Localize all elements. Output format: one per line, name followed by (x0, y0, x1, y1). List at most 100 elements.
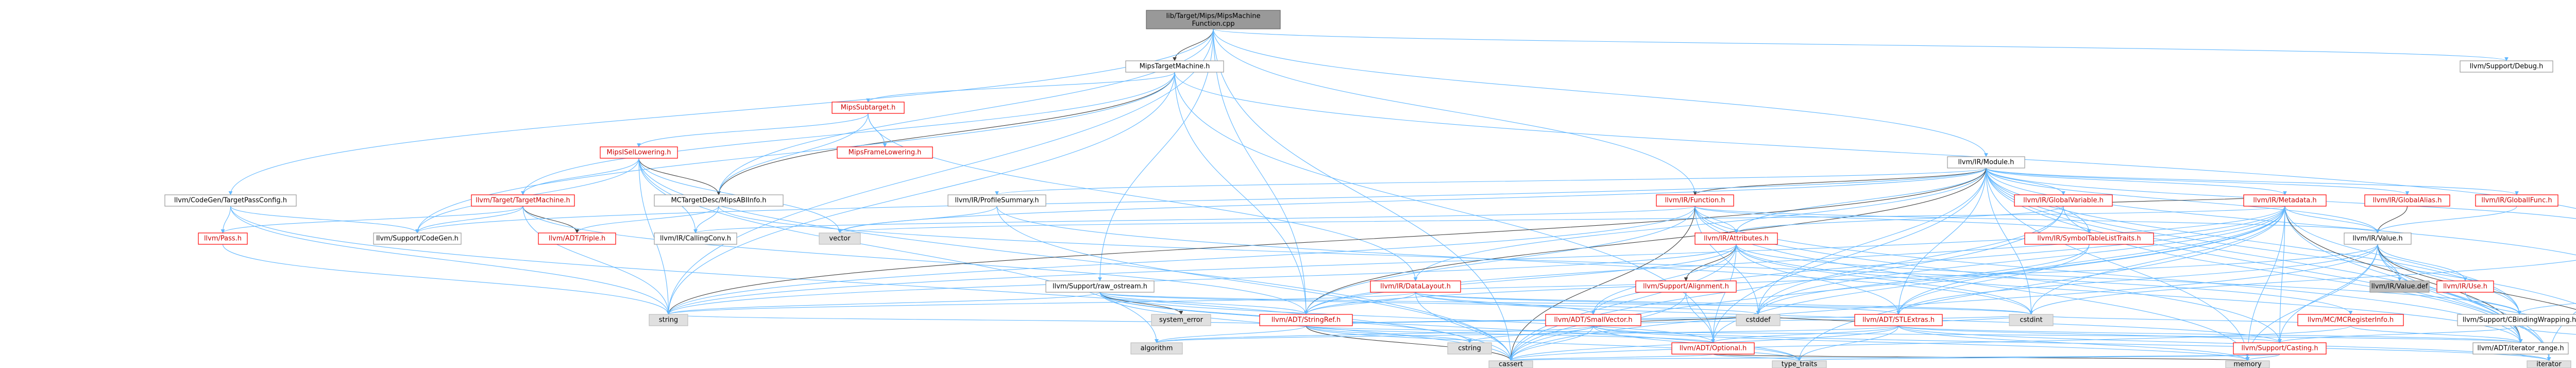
node-string[interactable]: string (649, 314, 688, 326)
edge-module-to-globalVariable (1986, 168, 2065, 195)
node-box-cstdint (2009, 314, 2054, 326)
node-label-mcMipsABI: MCTargetDesc/MipsABIInfo.h (671, 197, 766, 205)
node-label-symTable: llvm/IR/SymbolTableListTraits.h (2037, 235, 2141, 243)
node-targetMachine[interactable]: llvm/Target/TargetMachine.h (471, 194, 575, 207)
edge-irFunction-to-irValue (1694, 206, 2380, 233)
node-mipsSubtarget[interactable]: MipsSubtarget.h (832, 102, 905, 114)
node-triple[interactable]: llvm/ADT/Triple.h (538, 232, 616, 245)
node-symTable[interactable]: llvm/IR/SymbolTableListTraits.h (2024, 232, 2154, 245)
edge-dataLayout-to-casting (1415, 292, 2282, 343)
node-irValue[interactable]: llvm/IR/Value.h (2344, 232, 2412, 245)
node-stlExtras[interactable]: llvm/ADT/STLExtras.h (1854, 314, 1943, 326)
edge-profileSummary-to-cassert (996, 206, 1513, 361)
node-rawOstream[interactable]: llvm/Support/raw_ostream.h (1045, 280, 1155, 293)
node-valueDef[interactable]: llvm/IR/Value.def (2369, 280, 2430, 293)
node-label-typeTraits: type_traits (1782, 361, 1818, 368)
edge-optional-to-typeTraits (1713, 354, 1802, 361)
node-box-root (1146, 10, 1281, 29)
edge-module-to-dataLayout (1413, 168, 1987, 281)
edge-irFunction-to-cassert (1509, 206, 1696, 361)
node-systemError[interactable]: system_error (1151, 314, 1211, 326)
node-mcMipsABI[interactable]: MCTargetDesc/MipsABIInfo.h (654, 194, 784, 207)
node-typeTraits[interactable]: type_traits (1772, 360, 1827, 368)
node-label-callingConv: llvm/IR/CallingConv.h (660, 235, 731, 243)
node-label-cstring: cstring (1458, 345, 1481, 353)
node-iterator[interactable]: iterator (2527, 360, 2571, 368)
edge-attributes-to-stringRef (1304, 244, 1737, 315)
node-label-codegenTPC: llvm/CodeGen/TargetPassConfig.h (174, 197, 287, 205)
edge-dataLayout-to-string (667, 292, 1416, 315)
edge-mipsTM-to-stringRef (1174, 72, 1308, 315)
node-algorithm[interactable]: algorithm (1130, 342, 1183, 355)
node-debug[interactable]: llvm/Support/Debug.h (2460, 60, 2553, 73)
node-casting[interactable]: llvm/Support/Casting.h (2233, 342, 2327, 355)
node-stringRef[interactable]: llvm/ADT/StringRef.h (1259, 314, 1353, 326)
node-smallVector[interactable]: llvm/ADT/SmallVector.h (1545, 314, 1641, 326)
node-label-globalIFunc: llvm/IR/GlobalIFunc.h (2481, 197, 2552, 205)
node-iteratorRange[interactable]: llvm/ADT/iterator_range.h (2472, 342, 2569, 355)
node-callingConv[interactable]: llvm/IR/CallingConv.h (654, 232, 737, 245)
node-irFunction[interactable]: llvm/IR/Function.h (1656, 194, 1734, 207)
node-cstdint[interactable]: cstdint (2009, 314, 2054, 326)
node-label-globalVariable: llvm/IR/GlobalVariable.h (2023, 197, 2104, 205)
node-pass[interactable]: llvm/Pass.h (198, 232, 248, 245)
node-dataLayout[interactable]: llvm/IR/DataLayout.h (1370, 280, 1461, 293)
edge-root-to-cassert (1213, 28, 1513, 361)
edge-stringMap-to-iterator (2547, 311, 2576, 361)
edge-metadata-to-cstdint (2029, 206, 2285, 315)
node-label-module: llvm/IR/Module.h (1958, 159, 2014, 166)
node-box-cstddef (1736, 314, 1781, 326)
edge-rawOstream-to-typeTraits (1099, 292, 1802, 361)
node-codegenTPC[interactable]: llvm/CodeGen/TargetPassConfig.h (164, 194, 297, 207)
edge-optional-to-memory (1713, 354, 2249, 361)
node-box-algorithm (1130, 342, 1183, 355)
node-optional[interactable]: llvm/ADT/Optional.h (1671, 342, 1755, 355)
node-box-string (649, 314, 688, 326)
edge-metadata-to-cbinding (2284, 206, 2521, 315)
node-cbinding[interactable]: llvm/Support/CBindingWrapping.h (2457, 314, 2576, 326)
node-box-systemError (1151, 314, 1211, 326)
node-mcRegInfo[interactable]: llvm/MC/MCRegisterInfo.h (2297, 314, 2404, 326)
node-label-systemError: system_error (1159, 316, 1204, 324)
node-box-alignment (1635, 280, 1737, 293)
node-mipsTM[interactable]: MipsTargetMachine.h (1125, 60, 1224, 73)
node-codegenSupport[interactable]: llvm/Support/CodeGen.h (373, 232, 462, 245)
node-cstring[interactable]: cstring (1447, 342, 1492, 355)
node-alignment[interactable]: llvm/Support/Alignment.h (1635, 280, 1737, 293)
node-label-irValue: llvm/IR/Value.h (2352, 235, 2402, 243)
edge-stlExtras-to-casting (1898, 325, 2282, 343)
node-label-mipsSubtarget: MipsSubtarget.h (841, 104, 896, 112)
node-use[interactable]: llvm/IR/Use.h (2436, 280, 2494, 293)
node-vector[interactable]: vector (819, 232, 861, 245)
edge-stringRef-to-algorithm (1155, 325, 1307, 343)
node-box-codegenSupport (373, 232, 462, 245)
node-memory[interactable]: memory (2225, 360, 2270, 368)
edge-cbinding-to-casting (2278, 325, 2520, 343)
edge-mipsISel-to-string (638, 158, 671, 315)
edge-dataLayout-to-smallVector (1415, 292, 1596, 315)
edge-targetMachine-to-pass (221, 206, 523, 233)
node-label-rawOstream: llvm/Support/raw_ostream.h (1053, 283, 1147, 291)
node-mipsFrame[interactable]: MipsFrameLowering.h (837, 146, 933, 159)
node-globalVariable[interactable]: llvm/IR/GlobalVariable.h (2014, 194, 2113, 207)
node-cstddef[interactable]: cstddef (1736, 314, 1781, 326)
edge-smallVector-to-cassert (1509, 325, 1594, 361)
node-attributes[interactable]: llvm/IR/Attributes.h (1694, 232, 1778, 245)
node-label-optional: llvm/ADT/Optional.h (1680, 345, 1747, 353)
node-profileSummary[interactable]: llvm/IR/ProfileSummary.h (947, 194, 1046, 207)
node-box-smallVector (1545, 314, 1641, 326)
edge-codegenTPC-to-pass (221, 206, 231, 233)
edge-mcMipsABI-to-callingConv (693, 206, 719, 233)
edge-dataLayout-to-stlExtras (1415, 292, 1901, 315)
node-globalIFunc[interactable]: llvm/IR/GlobalIFunc.h (2475, 194, 2558, 207)
edge-irValue-to-use (2377, 244, 2467, 281)
node-mipsISel[interactable]: MipsISelLowering.h (600, 146, 678, 159)
node-module[interactable]: llvm/IR/Module.h (1947, 156, 2025, 169)
edge-symTable-to-cstddef (1756, 244, 2090, 315)
edge-targetMachine-to-codegenSupport (415, 206, 523, 233)
node-metadata[interactable]: llvm/IR/Metadata.h (2243, 194, 2327, 207)
edge-root-to-rawOstream (1098, 28, 1214, 281)
node-cassert[interactable]: cassert (1488, 360, 1533, 368)
node-globalAlias[interactable]: llvm/IR/GlobalAlias.h (2364, 194, 2450, 207)
